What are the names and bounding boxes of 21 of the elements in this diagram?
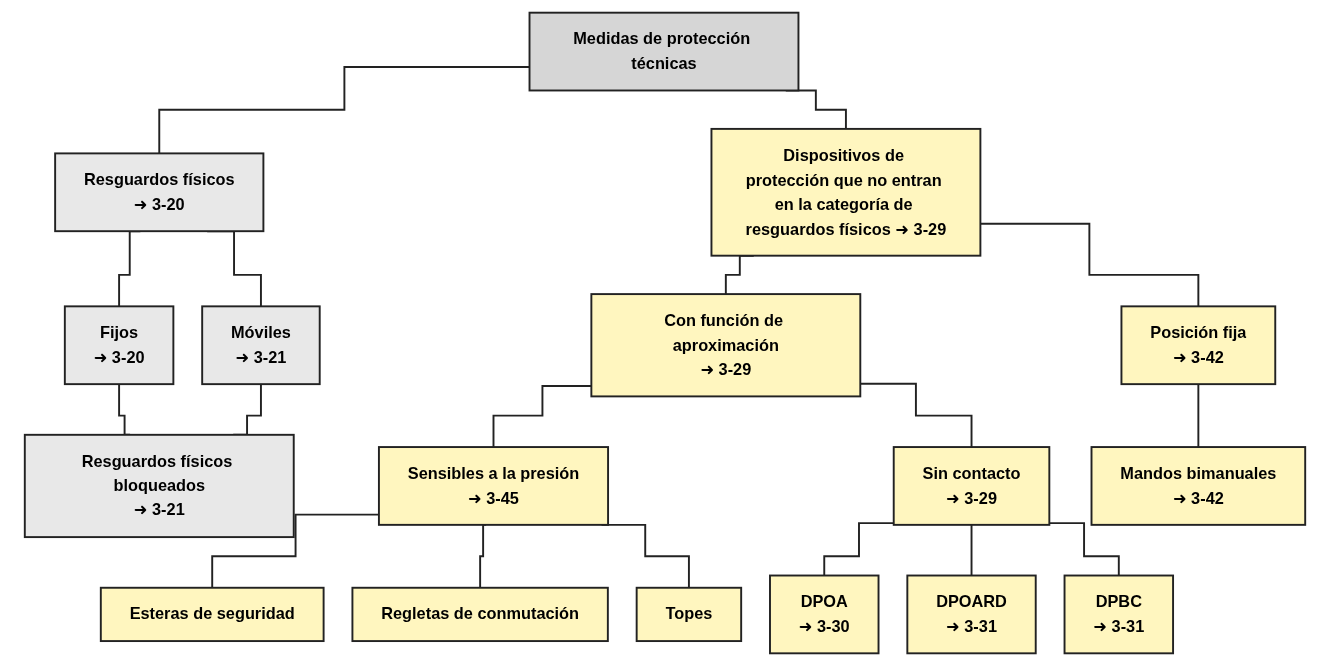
connector [823,522,895,577]
node-box: Medidas de protección técnicas [528,11,800,92]
node-box: Topes [635,586,743,643]
node-box: Mandos bimanuales ➜ 3-42 [1090,446,1307,526]
node-box: Móviles ➜ 3-21 [201,305,321,386]
node-box: DPBC ➜ 3-31 [1063,574,1175,655]
connector [1197,383,1200,448]
node-box: Esteras de seguridad [99,586,325,643]
node-box: Fijos ➜ 3-20 [63,305,175,386]
node-box: Sensibles a la presión ➜ 3-45 [377,446,610,526]
node-box: Resguardos físicos ➜ 3-20 [54,152,265,233]
node-box: Con función de aproximación ➜ 3-29 [590,293,862,398]
node-box: Resguardos físicos bloqueados ➜ 3-21 [23,433,295,539]
node-box: Posición fija ➜ 3-42 [1120,305,1277,386]
node-box: Dispositivos de protección que no entran en la categoría de resguardos físicos ➜ 3-29 [710,127,982,257]
node-box: Regletas de conmutación [351,586,609,643]
node-box: Sin contacto ➜ 3-29 [892,446,1051,526]
node-box: DPOA ➜ 3-30 [769,574,880,655]
connector [1048,522,1120,577]
node-box: DPOARD ➜ 3-31 [906,574,1037,655]
connector [970,523,973,577]
